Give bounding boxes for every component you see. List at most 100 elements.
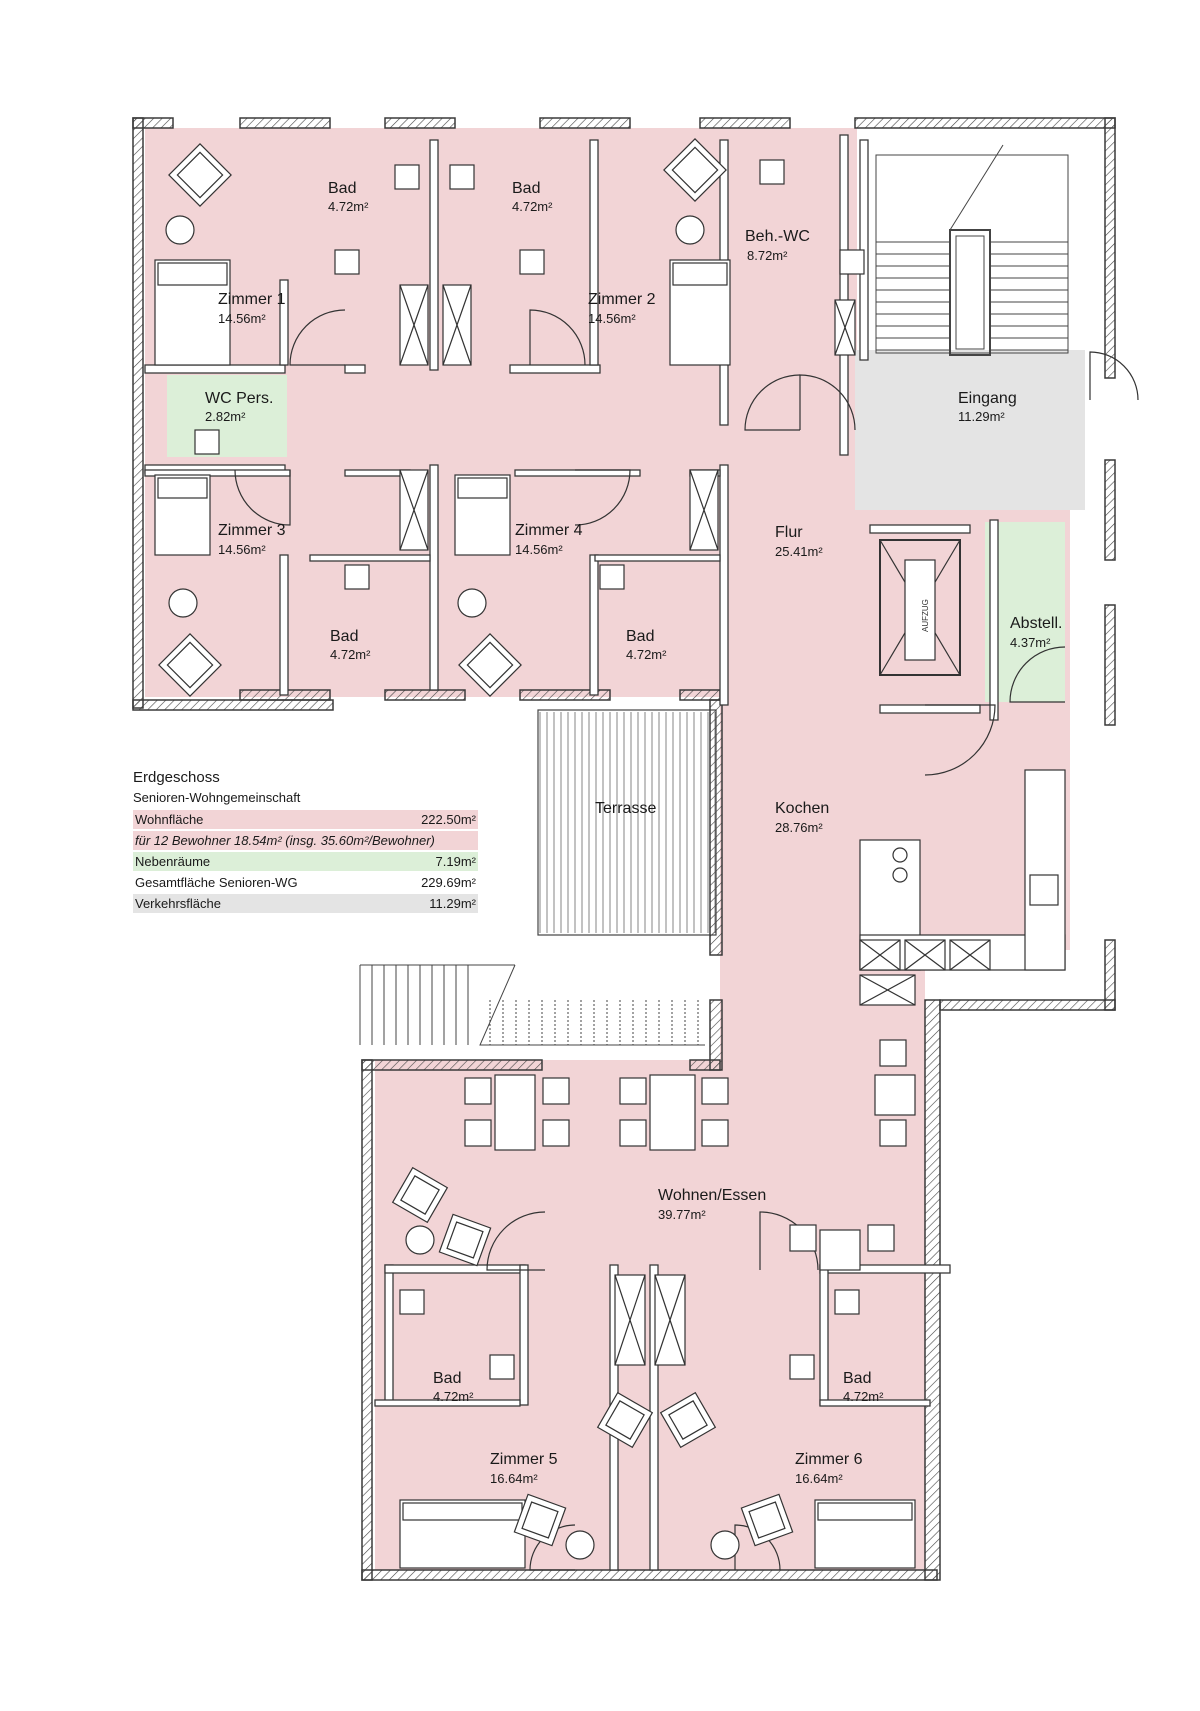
armchair-seat (521, 1501, 559, 1539)
legend-note: für 12 Bewohner 18.54m² (insg. 35.60m²/B… (133, 831, 478, 850)
exterior-wall (689, 1059, 721, 1071)
label-bad4: Bad (626, 628, 654, 645)
exterior-wall (132, 117, 174, 129)
bath-fixture (334, 249, 360, 275)
exterior-wall (384, 117, 456, 129)
bath-fixture (194, 429, 220, 455)
interior-wall (589, 139, 599, 366)
bath-fixture (449, 164, 475, 190)
exterior-wall (1104, 459, 1116, 561)
area-bad1: 4.72m² (328, 199, 369, 214)
bath-fixture (344, 564, 370, 590)
exterior-wall (239, 117, 331, 129)
interior-wall (839, 134, 849, 456)
pillow (157, 477, 208, 499)
bath-fixture (789, 1354, 815, 1380)
armchair (391, 1166, 449, 1224)
area-bad5: 4.72m² (433, 1389, 474, 1404)
door-swing (744, 374, 801, 431)
elevator-shaft (879, 539, 961, 676)
door-swing (529, 309, 586, 366)
bath-fixture (599, 564, 625, 590)
side-table-square (819, 1229, 861, 1271)
label-wcpers: WC Pers. (205, 390, 273, 407)
armchair (740, 1493, 794, 1547)
fill-eingang (855, 350, 1085, 510)
bath-fixture (394, 164, 420, 190)
interior-wall (869, 524, 971, 534)
sink (892, 867, 908, 883)
interior-wall (429, 139, 439, 371)
interior-wall (514, 469, 641, 477)
interior-wall (384, 1264, 526, 1274)
exterior-wall (854, 117, 1116, 129)
area-behwc: 8.72m² (747, 248, 788, 263)
stair-north (875, 144, 1069, 356)
label-eingang: Eingang (958, 390, 1017, 407)
area-eingang: 11.29m² (958, 409, 1005, 424)
wardrobe-cross (654, 1274, 686, 1366)
terrace-deck (537, 709, 717, 936)
label-flur: Flur (775, 524, 803, 541)
area-wcpers: 2.82m² (205, 409, 246, 424)
bath-fixture (519, 249, 545, 275)
exterior-wall (924, 999, 941, 1581)
legend-subtitle: Senioren-Wohngemeinschaft (133, 790, 301, 805)
armchair (168, 143, 232, 207)
side-table (565, 1530, 595, 1560)
exterior-wall (519, 689, 611, 701)
wardrobe-cross (904, 939, 946, 971)
area-bad6: 4.72m² (843, 1389, 884, 1404)
exterior-wall (679, 689, 721, 701)
area-bad3: 4.72m² (330, 647, 371, 662)
interior-wall (509, 364, 601, 374)
area-legend: Erdgeschoss Senioren-Wohngemeinschaft Wo… (133, 769, 478, 915)
bath-fixture (834, 1289, 860, 1315)
wardrobe-cross (399, 469, 429, 551)
area-wohnen: 39.77m² (658, 1207, 706, 1222)
pillow (457, 477, 508, 499)
door-swing (486, 1211, 546, 1271)
pillow (672, 262, 728, 286)
armchair (663, 138, 727, 202)
exterior-wall (1104, 117, 1116, 379)
label-kochen: Kochen (775, 800, 829, 817)
dining-chair (464, 1077, 492, 1105)
legend-row-gesamt: Gesamtfläche Senioren-WG 229.69m² (133, 873, 478, 892)
pillow (402, 1502, 523, 1521)
sink (892, 847, 908, 863)
fill-terrasse (538, 710, 716, 935)
wardrobe-cross (859, 939, 901, 971)
exterior-wall (384, 689, 466, 701)
interior-wall (279, 279, 289, 366)
label-abstell: Abstell. (1010, 615, 1062, 632)
wardrobe-cross (859, 974, 916, 1006)
door-swing (799, 374, 856, 431)
exterior-wall (699, 117, 791, 129)
legend-title: Erdgeschoss (133, 769, 220, 786)
armchair-seat (166, 641, 214, 689)
exterior-wall (361, 1059, 543, 1071)
exterior-wall (539, 117, 631, 129)
exterior-wall (1104, 604, 1116, 726)
bath-fixture (839, 249, 865, 275)
armchair (596, 1391, 654, 1449)
legend-row-wohnflaeche: Wohnfläche 222.50m² (133, 810, 478, 829)
interior-wall (989, 519, 999, 721)
armchair (458, 633, 522, 697)
legend-row-verkehr: Verkehrsfläche 11.29m² (133, 894, 478, 913)
door-swing (289, 309, 346, 366)
dining-chair (879, 1119, 907, 1147)
side-table (168, 588, 198, 618)
dining-chair (879, 1039, 907, 1067)
armchair-seat (446, 1221, 484, 1259)
dining-chair (867, 1224, 895, 1252)
fill-wcpers (167, 375, 287, 457)
legend-verkehr-label: Verkehrsfläche (135, 896, 221, 911)
label-terrasse: Terrasse (595, 800, 656, 817)
label-zimmer5: Zimmer 5 (490, 1451, 558, 1468)
interior-wall (594, 554, 721, 562)
area-zimmer6: 16.64m² (795, 1471, 843, 1486)
armchair-seat (466, 641, 514, 689)
